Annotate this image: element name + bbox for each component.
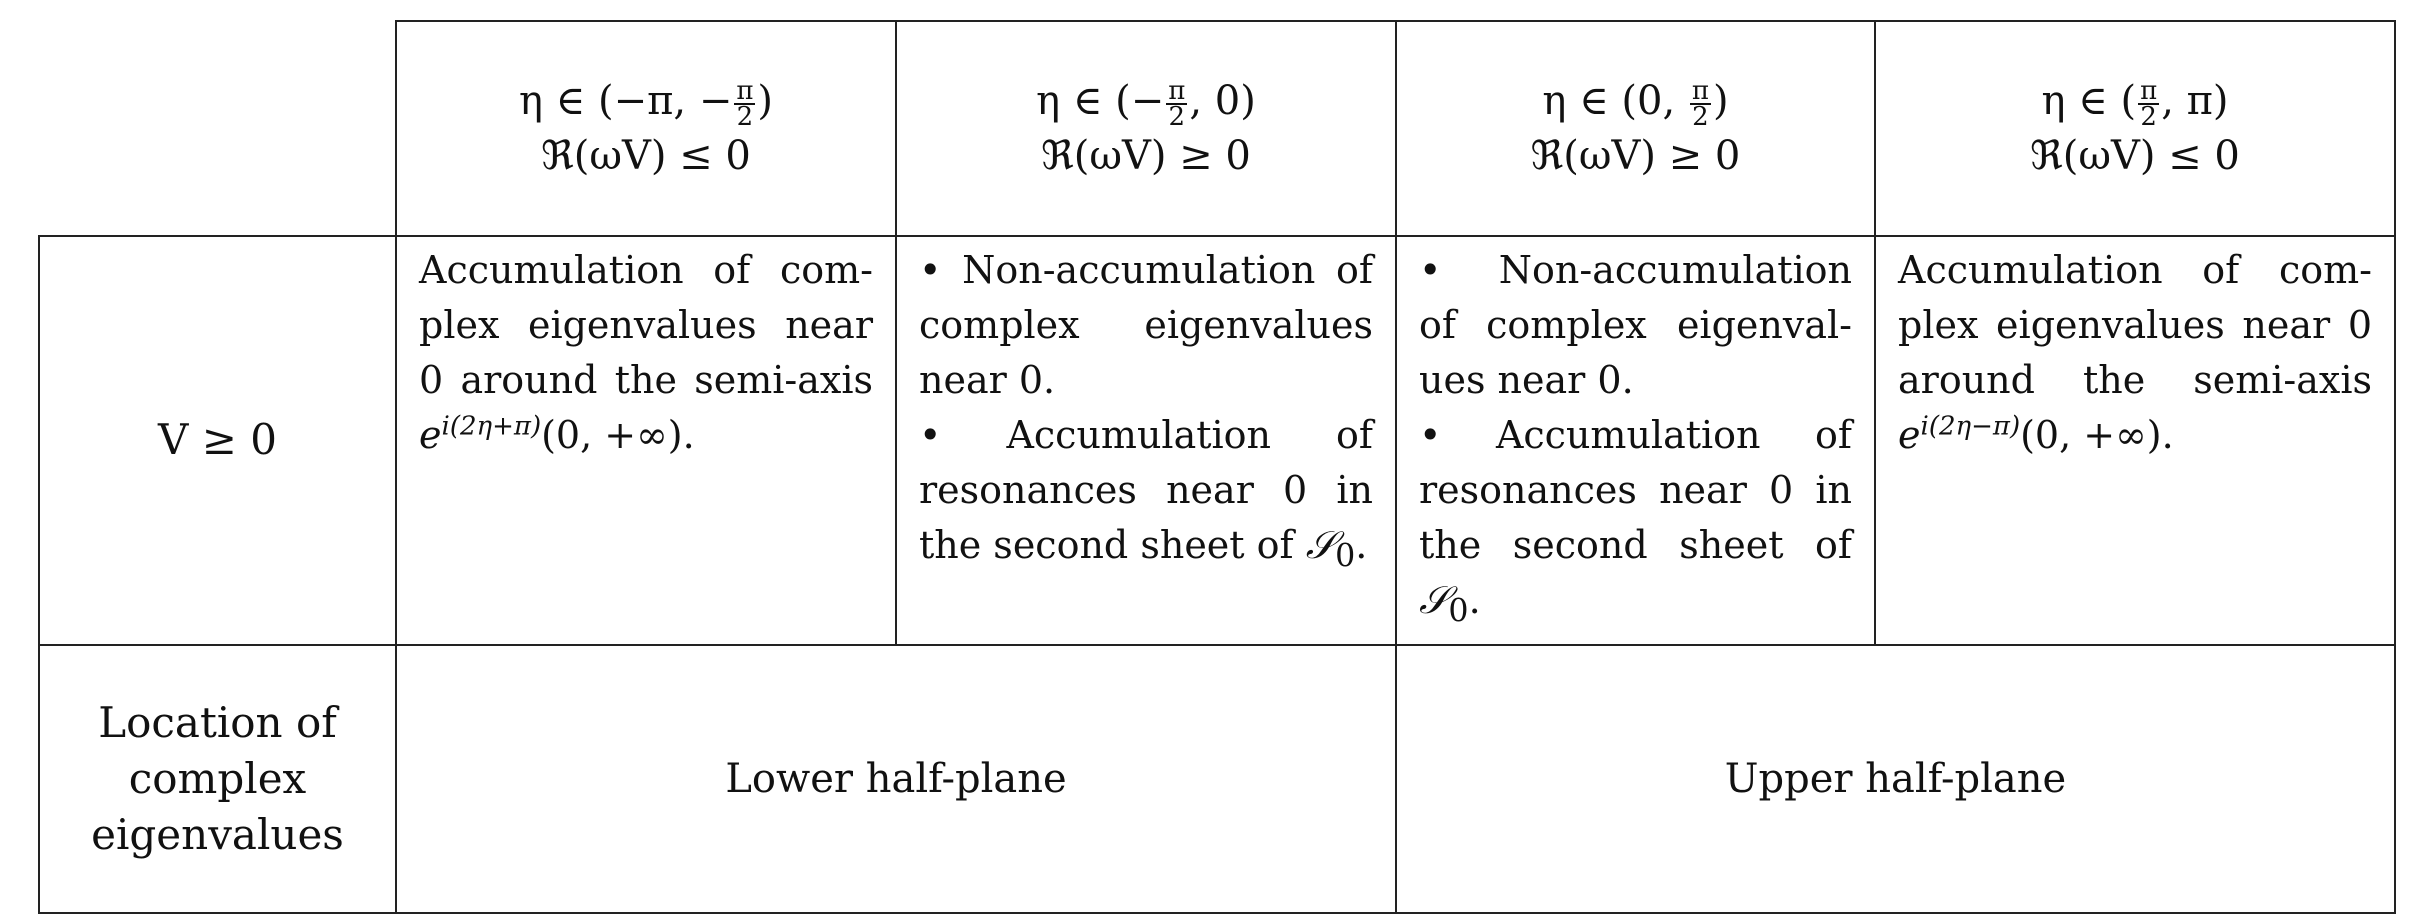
lower-half-plane-cell: Lower half-plane bbox=[395, 643, 1397, 914]
row-label-potential: V ≥ 0 bbox=[38, 235, 397, 646]
condition-2: ℜ(ωV) ≥ 0 bbox=[1041, 133, 1251, 179]
bullet-resonances: • Accumulation of resonances near 0 in t… bbox=[1419, 413, 1852, 630]
condition-3: ℜ(ωV) ≥ 0 bbox=[1530, 133, 1741, 179]
condition-1: ℜ(ωV) ≤ 0 bbox=[541, 133, 751, 179]
cell-bullets-2: • Non-accumulation of complex eigenvalue… bbox=[895, 235, 1397, 646]
row-label-location: Location of complex eigenvalues bbox=[38, 643, 397, 914]
bullet-non-accumulation: • Non-accumulation of complex eigenvalue… bbox=[919, 248, 1373, 402]
cell-bullets-3: • Non-accumulation of complex eigenval­u… bbox=[1395, 235, 1876, 646]
potential-row: V ≥ 0 Accumulation of com­plex eigenvalu… bbox=[38, 235, 2396, 646]
cell-accumulation-lower: Accumulation of com­plex eigenvalues nea… bbox=[395, 235, 897, 646]
bullet-non-accumulation: • Non-accumulation of complex eigenval­u… bbox=[1419, 248, 1852, 402]
condition-4: ℜ(ωV) ≤ 0 bbox=[2030, 133, 2240, 179]
cell-accumulation-upper: Accumulation of com­plex eigenvalues nea… bbox=[1874, 235, 2396, 646]
bullet-resonances: • Accumulation of resonances near 0 in t… bbox=[919, 413, 1373, 575]
location-row: Location of complex eigenvalues Lower ha… bbox=[38, 643, 2396, 914]
upper-half-plane-cell: Upper half-plane bbox=[1395, 643, 2396, 914]
corner-cell bbox=[39, 21, 397, 237]
